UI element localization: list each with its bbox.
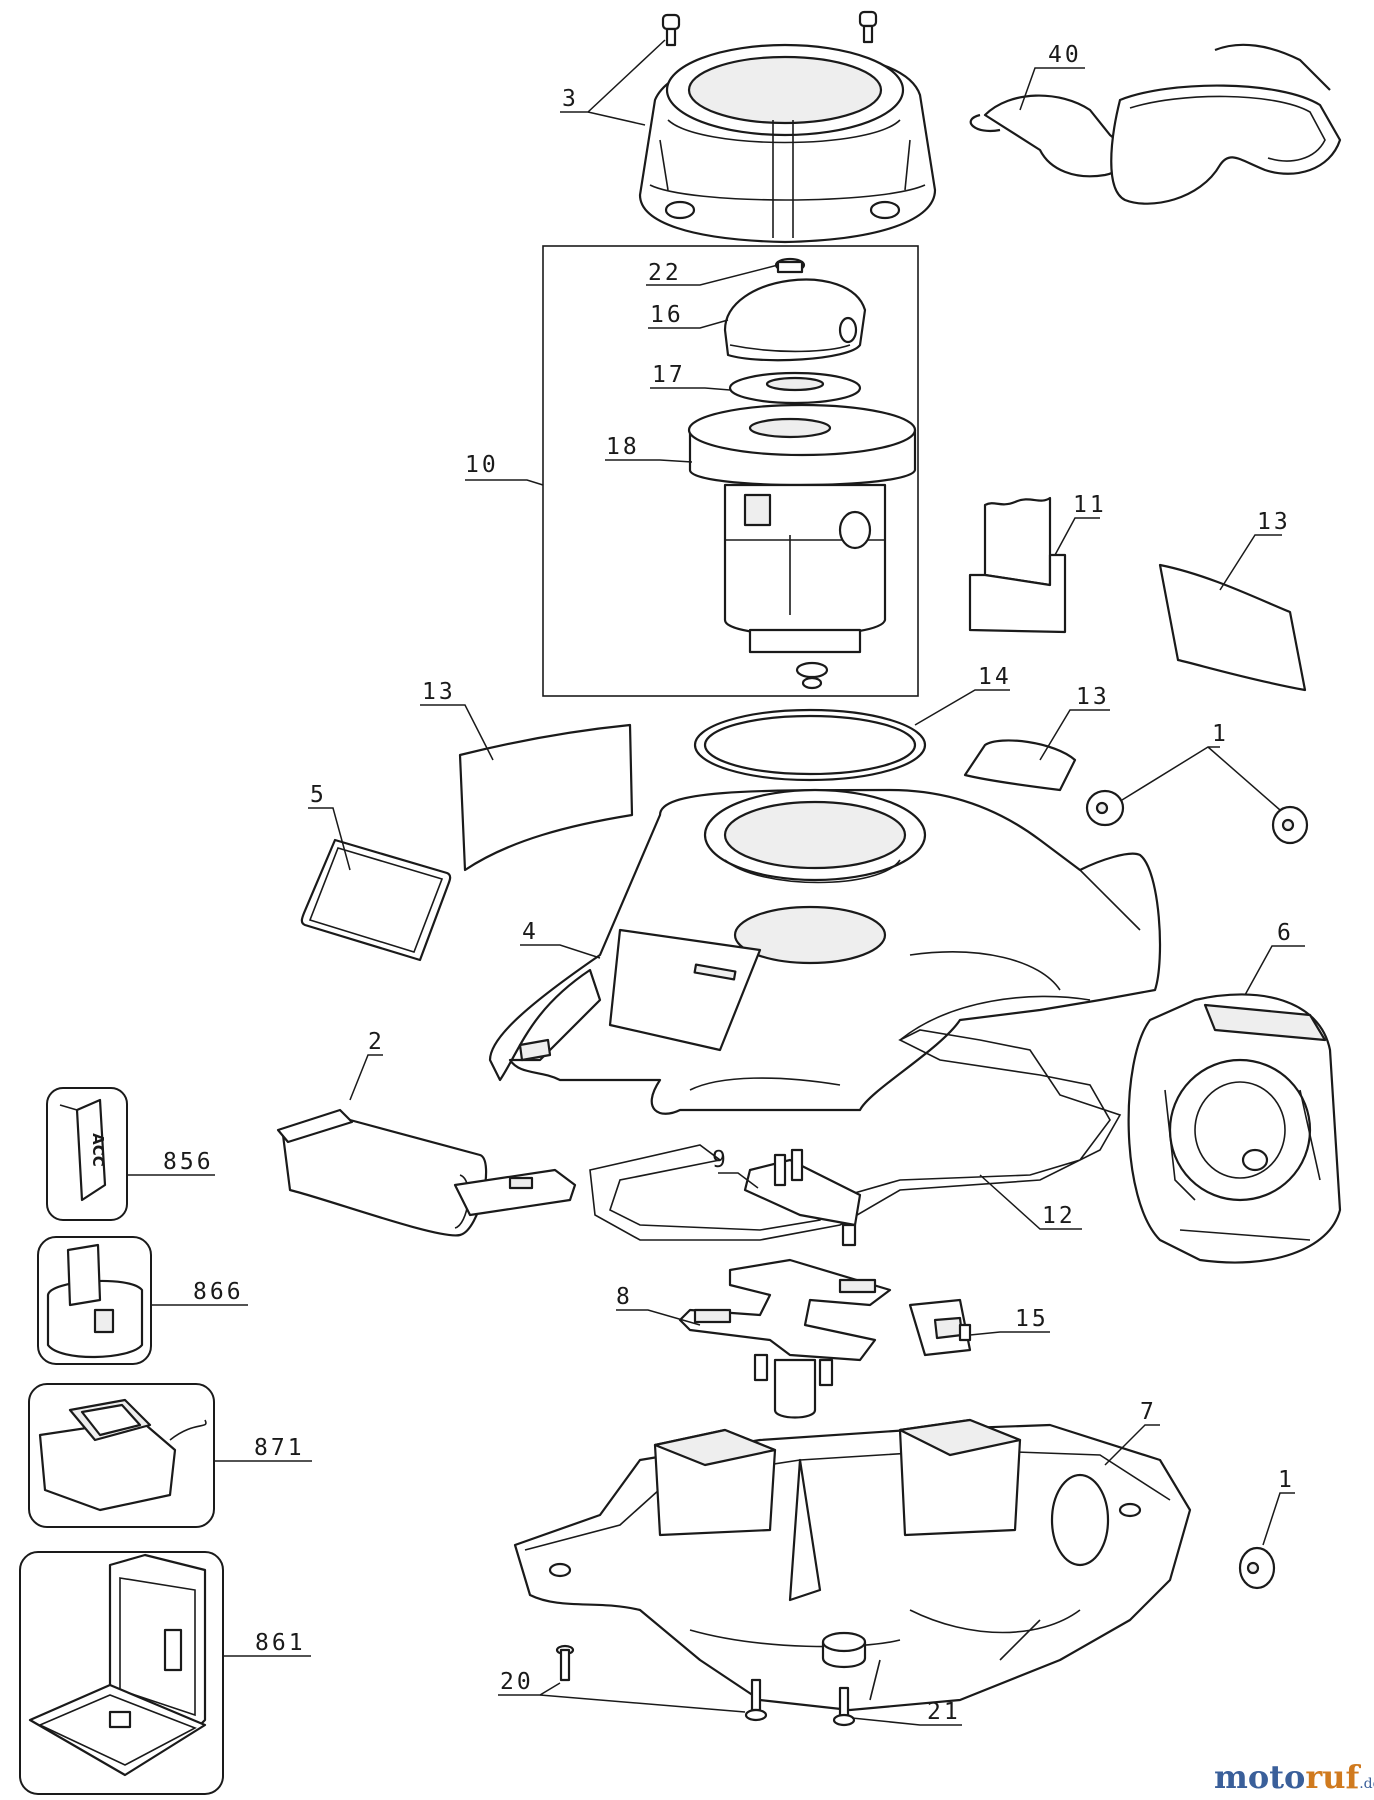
leader-40	[1019, 67, 1085, 111]
callout-13-right: 13	[1257, 509, 1291, 535]
top-guard-cage	[638, 43, 937, 244]
accessory-866-battery	[37, 1236, 152, 1365]
base-gasket	[589, 1029, 1122, 1241]
cage-screws	[661, 10, 878, 47]
accessory-871-charger	[28, 1383, 215, 1528]
callout-7: 7	[1140, 1399, 1157, 1425]
accessory-856-sticker: ACC	[46, 1087, 128, 1221]
decal-middle	[963, 739, 1077, 792]
leader-1-lower	[1262, 1492, 1295, 1546]
leader-20b	[539, 1694, 746, 1713]
dome-cap	[723, 278, 867, 362]
circuit-board	[678, 1258, 892, 1419]
pcb-bracket	[743, 1148, 862, 1247]
leader-17	[650, 387, 731, 391]
leader-10	[465, 479, 544, 486]
motor-body	[723, 483, 887, 690]
rotor-disk	[687, 403, 917, 487]
leader-9	[718, 1172, 759, 1189]
leader-16	[648, 319, 729, 329]
leader-13-left	[420, 704, 494, 761]
watermark-moto: moto	[1214, 1758, 1305, 1796]
sticker-acc-text: ACC	[89, 1133, 107, 1167]
power-switch	[908, 1298, 972, 1357]
motoruf-watermark: motoruf.de	[1214, 1758, 1374, 1796]
leader-12	[979, 1174, 1082, 1230]
carry-handle	[276, 1108, 577, 1237]
leader-21	[851, 1717, 962, 1726]
callout-871: 871	[254, 1435, 305, 1461]
callout-11: 11	[1073, 492, 1107, 518]
leader-22	[646, 264, 779, 286]
callout-18: 18	[606, 434, 640, 460]
leader-6	[1244, 945, 1305, 996]
safety-glasses	[969, 43, 1342, 205]
callout-17: 17	[652, 362, 686, 388]
leader-18	[605, 459, 693, 463]
seal-ring	[693, 708, 927, 782]
callout-20: 20	[500, 1669, 534, 1695]
top-nut	[774, 257, 806, 274]
callout-21: 21	[927, 1699, 961, 1725]
bumper-lower	[1238, 1546, 1276, 1590]
base-screw-right	[744, 1678, 768, 1722]
leader-1-upper	[1121, 746, 1220, 801]
leader-14	[914, 689, 1010, 726]
callout-3: 3	[562, 86, 579, 112]
top-housing	[488, 788, 1162, 1115]
leader-13-middle	[1039, 709, 1110, 761]
watermark-ruf: ruf	[1305, 1758, 1361, 1796]
leader-13-right	[1219, 534, 1282, 591]
callout-866: 866	[193, 1279, 244, 1305]
callout-14: 14	[978, 664, 1012, 690]
leader-11	[1054, 517, 1100, 556]
side-battery-door	[1127, 993, 1342, 1264]
base-screw-left	[555, 1644, 575, 1682]
callout-1-upper: 1	[1212, 721, 1229, 747]
callout-1-lower: 1	[1278, 1467, 1295, 1493]
bumper-upper-right	[1271, 805, 1309, 845]
decal-right	[1158, 563, 1307, 692]
watermark-tld: .de	[1359, 1776, 1374, 1792]
leader-1-upper-b	[1207, 746, 1281, 811]
callout-5: 5	[310, 782, 327, 808]
decal-left	[458, 723, 634, 872]
callout-16: 16	[650, 302, 684, 328]
callout-10: 10	[465, 452, 499, 478]
callout-9: 9	[712, 1147, 729, 1173]
callout-13-middle: 13	[1076, 684, 1110, 710]
spacer-and-screw	[821, 1631, 867, 1727]
flat-washer	[728, 371, 862, 405]
callout-6: 6	[1277, 920, 1294, 946]
callout-861: 861	[255, 1630, 306, 1656]
leader-4	[520, 944, 601, 959]
svg-text:motoruf.de: motoruf.de	[1214, 1758, 1374, 1796]
target-card	[968, 496, 1067, 634]
rotor-assembly-frame	[542, 245, 919, 697]
bottom-housing	[513, 1418, 1192, 1712]
leader-3b	[587, 111, 646, 126]
window-label	[300, 838, 452, 962]
callout-22: 22	[648, 260, 682, 286]
callout-8: 8	[616, 1284, 633, 1310]
leader-2	[349, 1054, 383, 1101]
accessory-861-case	[19, 1551, 224, 1795]
leader-15	[969, 1331, 1050, 1336]
callout-13-left: 13	[422, 679, 456, 705]
callout-2: 2	[368, 1029, 385, 1055]
callout-40: 40	[1048, 42, 1082, 68]
callout-856: 856	[163, 1149, 214, 1175]
leader-8	[616, 1309, 701, 1326]
callout-15: 15	[1015, 1306, 1049, 1332]
callout-12: 12	[1042, 1203, 1076, 1229]
leader-7	[1104, 1424, 1160, 1466]
bumper-upper-left	[1085, 789, 1125, 827]
callout-4: 4	[522, 919, 539, 945]
leader-5	[308, 807, 351, 871]
